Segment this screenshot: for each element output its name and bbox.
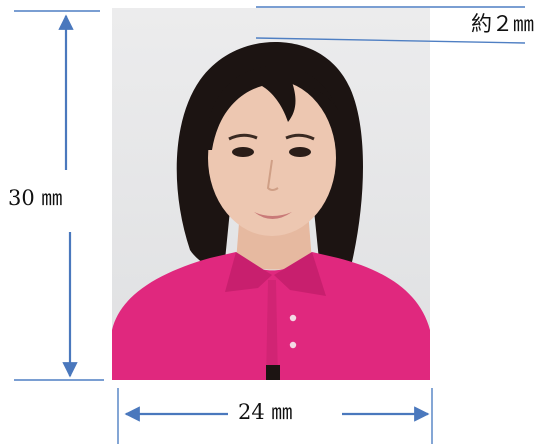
head-top-guide — [255, 37, 526, 44]
height-dimension-label: 30 ㎜ — [8, 186, 63, 210]
person-portrait-icon — [112, 42, 430, 380]
portrait-photo — [112, 8, 430, 380]
top-margin-dimension-label: 約２㎜ — [471, 12, 534, 36]
width-dimension-label: 24 ㎜ — [238, 400, 293, 424]
